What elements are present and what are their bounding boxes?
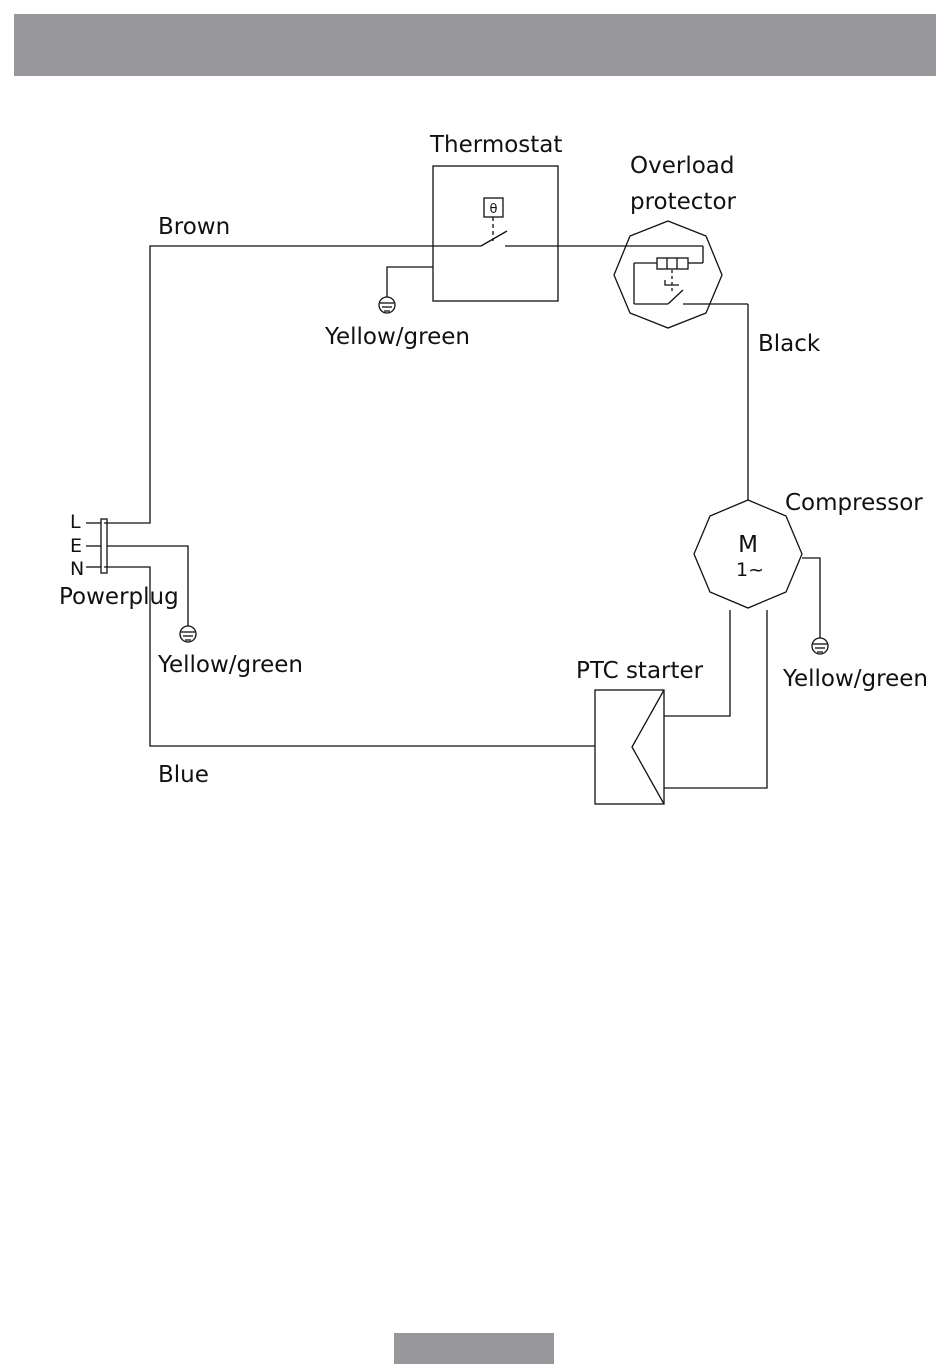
ptc-starter-label: PTC starter <box>576 658 704 684</box>
theta-symbol: θ <box>490 202 498 217</box>
overload-protector <box>614 221 722 328</box>
overload-label-line1: Overload <box>630 153 734 179</box>
thermostat: θ <box>433 166 558 301</box>
ground-icon <box>379 297 395 313</box>
overload-label-line2: protector <box>630 189 737 215</box>
pin-e: E <box>70 535 82 557</box>
brown-wire <box>104 246 433 523</box>
powerplug-label: Powerplug <box>59 584 179 610</box>
ptc-wire-2 <box>664 610 767 788</box>
blue-label: Blue <box>158 762 209 788</box>
motor-m: M <box>738 532 758 558</box>
pin-l: L <box>70 511 81 533</box>
footer-bar <box>394 1333 554 1364</box>
motor-phase: 1~ <box>736 559 764 581</box>
overload-internals <box>634 246 748 304</box>
compressor-ground-wire <box>802 558 820 638</box>
ground-icon <box>812 638 828 654</box>
pin-n: N <box>70 558 84 580</box>
compressor-label: Compressor <box>785 490 923 516</box>
thermostat-label: Thermostat <box>429 132 562 158</box>
thermostat-box <box>433 166 558 301</box>
yellow-green-thermostat-label: Yellow/green <box>324 324 470 350</box>
thermostat-switch <box>481 231 507 246</box>
thermostat-ground-wire <box>387 267 433 297</box>
yellow-green-compressor-label: Yellow/green <box>782 666 928 692</box>
black-label: Black <box>758 331 821 357</box>
ptc-starter <box>595 690 664 804</box>
yellow-green-plug-label: Yellow/green <box>157 652 303 678</box>
brown-label: Brown <box>158 214 230 240</box>
powerplug <box>86 519 107 573</box>
ground-icon <box>180 626 196 642</box>
